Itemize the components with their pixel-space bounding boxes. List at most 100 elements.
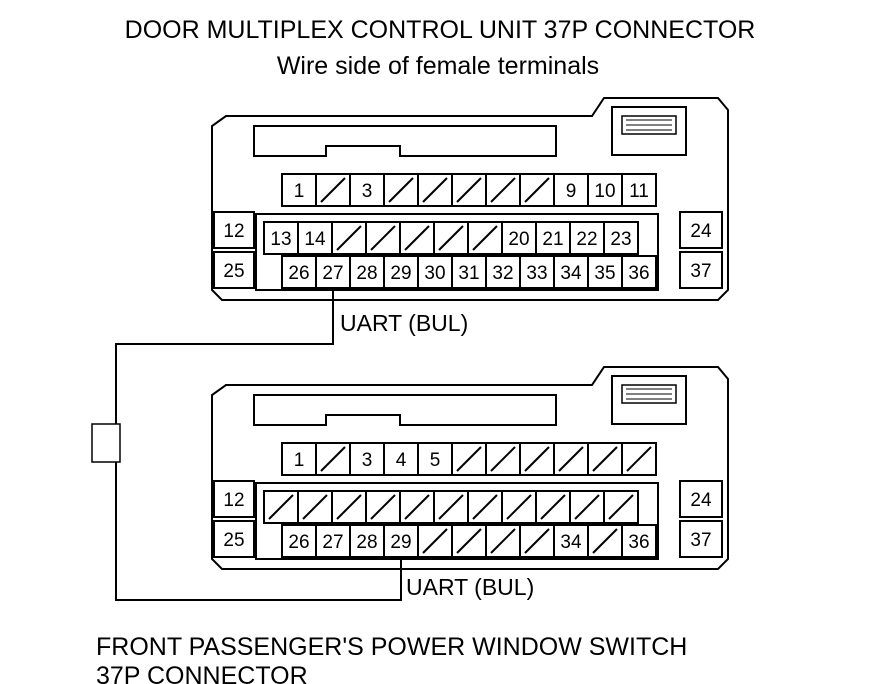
bottom-row3-pin: 36 [621,524,657,558]
top-row1-pin [315,173,351,207]
svg-text:28: 28 [356,263,377,284]
bottom-row1-pin [451,442,487,476]
svg-text:32: 32 [492,263,513,284]
svg-text:20: 20 [508,229,529,250]
bottom-row1-pin [553,442,589,476]
bottom-row2-pin [263,490,299,524]
top-row1-pin: 9 [553,173,589,207]
svg-text:9: 9 [566,181,577,202]
bottom-lock-tab [611,375,687,425]
bottom-row3-pin: 34 [553,524,589,558]
top-row3-pin: 28 [349,255,385,289]
svg-text:25: 25 [223,261,244,282]
bottom-row2-pin [331,490,367,524]
top-row3-pin: 27 [315,255,351,289]
bottom-row1-pin: 5 [417,442,453,476]
top-lock-tab [611,106,687,156]
svg-text:13: 13 [270,229,291,250]
svg-text:37: 37 [690,261,711,282]
bottom-row3-pin: 26 [281,524,317,558]
bottom-row1-pin [315,442,351,476]
top-row3-pin: 29 [383,255,419,289]
top-row1-pin [519,173,555,207]
bottom-row2-pin [569,490,605,524]
bottom-row2-pin [603,490,639,524]
svg-text:3: 3 [362,181,373,202]
top-row3-pin: 35 [587,255,623,289]
bottom-row1-pin: 3 [349,442,385,476]
svg-text:22: 22 [576,229,597,250]
svg-text:23: 23 [610,229,631,250]
top-row1-pin: 3 [349,173,385,207]
top-row1-pin: 1 [281,173,317,207]
top-row2-pin: 23 [603,221,639,255]
bottom-row3-pin [417,524,453,558]
top-center-block [255,213,659,291]
bottom-row2-pin [297,490,333,524]
top-row1-pin [485,173,521,207]
svg-text:27: 27 [322,532,343,553]
bottom-row3-pin: 27 [315,524,351,558]
top-row2-pin [365,221,401,255]
top-connector-housing [211,97,729,301]
svg-text:4: 4 [396,450,407,471]
bottom-row3-pin [451,524,487,558]
bottom-row1-pin [621,442,657,476]
top-side-right-pin: 24 [679,211,723,249]
top-side-left-pin: 25 [213,251,255,289]
svg-text:3: 3 [362,450,373,471]
top-row3-pin: 30 [417,255,453,289]
bottom-row3-pin [587,524,623,558]
wire-connector-box [91,423,121,463]
bottom-center-block [255,482,659,560]
svg-text:29: 29 [390,532,411,553]
top-row1-pin: 11 [621,173,657,207]
bottom-wire-label: UART (BUL) [406,574,534,600]
svg-text:1: 1 [294,181,305,202]
bottom-lock-tab-inner [621,384,677,404]
top-row2-pin [433,221,469,255]
bottom-row2-pin [535,490,571,524]
top-row2-pin [399,221,435,255]
top-row2-pin: 13 [263,221,299,255]
svg-text:37: 37 [690,530,711,551]
top-connector-latch [253,125,557,157]
svg-text:34: 34 [560,263,582,284]
bottom-connector-caption-line2: 37P CONNECTOR [96,662,308,684]
bottom-row1-pin [519,442,555,476]
bottom-row3-pin [519,524,555,558]
top-row1-pin [383,173,419,207]
svg-text:28: 28 [356,532,377,553]
top-row2-pin: 20 [501,221,537,255]
top-row2-pin [467,221,503,255]
bottom-row3-pin [485,524,521,558]
svg-text:11: 11 [629,181,649,202]
bottom-row1-pin: 4 [383,442,419,476]
top-row3-pin: 34 [553,255,589,289]
top-row3-pin: 31 [451,255,487,289]
top-side-right-pin: 37 [679,251,723,289]
svg-text:29: 29 [390,263,411,284]
svg-text:12: 12 [223,490,244,511]
bottom-row1-pin [485,442,521,476]
top-row1-pin: 10 [587,173,623,207]
svg-text:12: 12 [223,221,244,242]
top-row3-pin: 33 [519,255,555,289]
bottom-row2-pin [399,490,435,524]
bottom-row2-pin [501,490,537,524]
bottom-side-right-pin: 37 [679,520,723,558]
svg-text:24: 24 [690,221,712,242]
svg-text:34: 34 [560,532,582,553]
svg-text:10: 10 [594,181,615,202]
top-row3-pin: 36 [621,255,657,289]
top-wire-label: UART (BUL) [340,310,468,336]
top-row2-pin: 14 [297,221,333,255]
svg-text:31: 31 [458,263,479,284]
svg-text:1: 1 [294,450,305,471]
svg-text:26: 26 [288,263,309,284]
top-connector-title: DOOR MULTIPLEX CONTROL UNIT 37P CONNECTO… [125,16,756,44]
svg-text:5: 5 [430,450,441,471]
top-row1-pin [417,173,453,207]
